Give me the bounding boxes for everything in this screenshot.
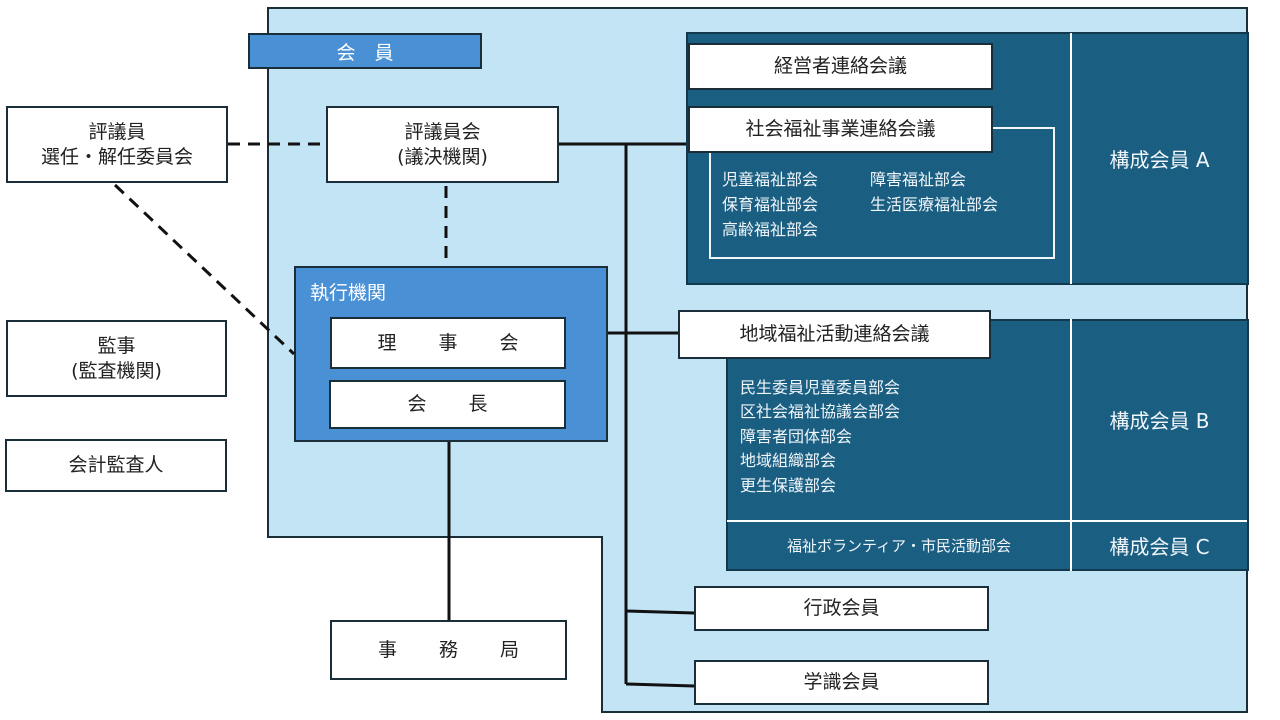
community-meeting-box[interactable]: 地域福祉活動連絡会議	[678, 310, 991, 359]
auditor-subtitle: (監査機関)	[71, 359, 162, 382]
group-bc-vertical-divider	[1070, 319, 1072, 571]
chair-box[interactable]: 会 長	[329, 380, 566, 429]
group-bc-horizontal-divider	[727, 520, 1247, 522]
line-to-administrative	[625, 609, 695, 615]
administrative-members-text: 行政会員	[803, 597, 880, 620]
selection-committee-title: 評議員	[88, 120, 146, 143]
subcommittee-item: 障害者団体部会	[740, 426, 853, 446]
volunteer-subcommittee-text: 福祉ボランティア・市民活動部会	[786, 537, 1012, 555]
subcommittee-item: 保育福祉部会	[722, 194, 819, 214]
secretariat-text: 事 務 局	[377, 638, 538, 661]
group-c-member-label: 構成会員 C	[1072, 522, 1247, 569]
volunteer-subcommittee: 福祉ボランティア・市民活動部会	[728, 522, 1070, 569]
welfare-business-meeting-text: 社会福祉事業連絡会議	[745, 118, 936, 141]
subcommittee-item: 区社会福祉協議会部会	[740, 402, 901, 422]
membership-label: 会 員	[248, 33, 482, 69]
subcommittee-item: 民生委員児童委員部会	[740, 378, 901, 397]
community-meeting-text: 地域福祉活動連絡会議	[739, 323, 930, 346]
council-box[interactable]: 評議員会 (議決機関)	[326, 106, 559, 183]
administrative-members-box[interactable]: 行政会員	[694, 586, 989, 631]
dashed-line-committee-executive	[113, 183, 296, 356]
academic-members-box[interactable]: 学識会員	[694, 660, 989, 705]
executives-meeting-box[interactable]: 経営者連絡会議	[688, 43, 993, 90]
group-c-member-text: 構成会員 C	[1109, 535, 1210, 559]
selection-committee-subtitle: 選任・解任委員会	[40, 145, 193, 168]
subcommittee-row: 保育福祉部会 生活医療福祉部会	[722, 193, 1052, 218]
accounting-auditor-box[interactable]: 会計監査人	[5, 439, 227, 492]
executives-meeting-text: 経営者連絡会議	[773, 55, 907, 78]
subcommittee-item: 障害福祉部会	[870, 170, 967, 189]
academic-members-text: 学識会員	[803, 671, 880, 694]
group-b-member-text: 構成会員 B	[1109, 409, 1210, 433]
group-a-member-text: 構成会員 A	[1109, 148, 1210, 172]
subcommittee-item: 生活医療福祉部会	[870, 194, 999, 214]
subcommittee-item: 地域組織部会	[740, 451, 837, 471]
auditor-box[interactable]: 監事 (監査機関)	[6, 320, 227, 397]
group-b-member-label: 構成会員 B	[1072, 319, 1247, 520]
group-a-member-label: 構成会員 A	[1072, 34, 1247, 283]
selection-committee-box[interactable]: 評議員 選任・解任委員会	[6, 106, 228, 183]
subcommittee-item: 高齢福祉部会	[722, 219, 819, 239]
group-a-divider	[1070, 33, 1072, 284]
chair-text: 会 長	[407, 393, 506, 416]
subcommittee-row: 児童福祉部会 障害福祉部会	[722, 168, 1052, 193]
line-to-academic	[625, 682, 695, 688]
community-subcommittee-list: 民生委員児童委員部会 区社会福祉協議会部会 障害者団体部会 地域組織部会 更生保…	[740, 376, 1060, 498]
board-text: 理 事 会	[377, 331, 537, 354]
board-box[interactable]: 理 事 会	[330, 317, 566, 369]
council-title: 評議員会	[404, 120, 481, 143]
membership-label-text: 会 員	[336, 41, 394, 64]
secretariat-box[interactable]: 事 務 局	[330, 620, 567, 680]
subcommittee-item: 更生保護部会	[740, 475, 837, 495]
auditor-title: 監事	[97, 334, 136, 357]
subcommittee-row: 高齢福祉部会	[722, 218, 1052, 243]
executive-title: 執行機関	[310, 282, 387, 304]
welfare-business-meeting-box[interactable]: 社会福祉事業連絡会議	[688, 106, 993, 153]
council-subtitle: (議決機関)	[397, 145, 488, 168]
accounting-auditor-text: 会計監査人	[68, 454, 164, 477]
subcommittee-item: 児童福祉部会	[722, 170, 819, 189]
group-bc-panel	[726, 319, 1249, 571]
welfare-subcommittee-list: 児童福祉部会 障害福祉部会 保育福祉部会 生活医療福祉部会 高齢福祉部会	[722, 168, 1052, 242]
